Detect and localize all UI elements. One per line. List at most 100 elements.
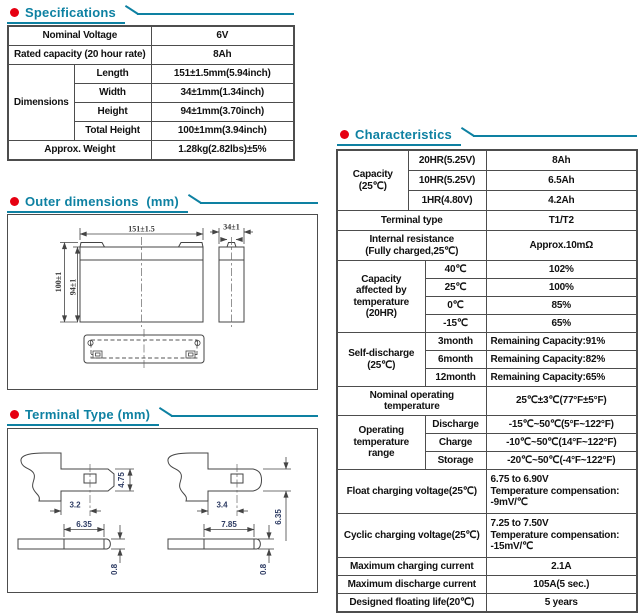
outer-dimensions-panel: 151±1.5 100±1 94±1 34±1 [7, 214, 318, 390]
char-capacity-10hr-label: 10HR(5.25V) [407, 170, 487, 191]
char-sd-12month-label: 12month [424, 368, 487, 387]
battery-side-view [218, 237, 245, 327]
char-internal-resistance-label: Internal resistance (Fully charged,25℃) [336, 230, 487, 261]
side-width-label: 34±1 [223, 223, 239, 232]
side-width-dimension: 34±1 [210, 223, 253, 244]
header-rule [461, 126, 638, 146]
char-range-storage-label: Storage [424, 451, 487, 470]
t2-tab-length-dimension: 7.85 [203, 520, 255, 537]
char-sd-6month-value: Remaining Capacity:82% [485, 350, 638, 369]
terminal-type-panel: 4.75 3.2 6.35 0.8 3.4 [7, 428, 318, 593]
terminal-type-header: Terminal Type (mm) [7, 406, 318, 426]
char-temp-0-value: 85% [485, 296, 638, 315]
characteristics-header: Characteristics [337, 126, 638, 146]
bullet-icon [10, 196, 19, 206]
t2-tab-height-label: 6.35 [274, 509, 283, 525]
char-float-charging-label: Float charging voltage(25℃) [336, 469, 487, 514]
spec-total-height-label: Total Height [73, 121, 152, 141]
t1-slot-offset-dimension: 3.2 [50, 493, 101, 515]
header-rule [125, 4, 295, 24]
specifications-header: Specifications [7, 4, 295, 24]
char-temp-40-value: 102% [485, 260, 638, 279]
char-sd-6month-label: 6month [424, 350, 487, 369]
char-nominal-temp-value: 25℃±3℃(77°F±5°F) [485, 386, 638, 416]
specifications-header-label: Specifications [7, 4, 125, 24]
case-height-label: 94±1 [69, 279, 78, 295]
t2-slot-offset-dimension: 3.4 [197, 493, 248, 515]
top-view-terminal-right [185, 350, 197, 359]
battery-top-view [83, 329, 205, 369]
t2-slot-offset-label: 3.4 [216, 501, 228, 510]
specifications-title: Specifications [25, 4, 116, 20]
char-temp-minus15-value: 65% [485, 314, 638, 333]
char-internal-resistance-value: Approx.10mΩ [485, 230, 638, 261]
outer-dimensions-drawing: 151±1.5 100±1 94±1 34±1 [54, 223, 253, 369]
char-capacity-20hr-value: 8Ah [485, 149, 638, 171]
battery-front-view [79, 237, 204, 327]
char-range-charge-label: Charge [424, 433, 487, 452]
char-temp-40-label: 40℃ [424, 260, 487, 279]
characteristics-header-label: Characteristics [337, 126, 461, 146]
terminal-t2-bottom-view [167, 538, 261, 550]
outer-dimensions-title: Outer dimensions (mm) [25, 193, 179, 209]
spec-height-label: Height [73, 102, 152, 122]
char-capacity-label: Capacity (25℃) [336, 149, 409, 211]
char-floating-life-value: 5 years [485, 593, 638, 613]
top-view-terminal-left [91, 350, 103, 359]
char-temp-25-label: 25℃ [424, 278, 487, 297]
t2-tab-length-label: 7.85 [221, 520, 237, 529]
char-capacity-20hr-label: 20HR(5.25V) [407, 149, 487, 171]
header-rule [159, 406, 318, 426]
char-temp-minus15-label: -15℃ [424, 314, 487, 333]
battery-datasheet: { "theme":{"accent_teal":"#0e81a2","bull… [0, 0, 641, 598]
spec-width-value: 34±1mm(1.34inch) [150, 83, 295, 103]
char-range-discharge-value: -15℃~50℃(5°F~122°F) [485, 415, 638, 434]
char-temp-25-value: 100% [485, 278, 638, 297]
terminal-type-drawing: 4.75 3.2 6.35 0.8 3.4 [17, 452, 291, 575]
t1-tab-length-dimension: 6.35 [63, 520, 105, 537]
char-temp-0-label: 0℃ [424, 296, 487, 315]
char-capacity-1hr-label: 1HR(4.80V) [407, 190, 487, 211]
spec-length-value: 151±1.5mm(5.94inch) [150, 64, 295, 84]
terminal-t1-bottom-view [17, 538, 111, 550]
spec-weight-label: Approx. Weight [7, 140, 152, 161]
bullet-icon [10, 409, 19, 419]
t1-thickness-label: 0.8 [110, 563, 119, 575]
spec-nominal-voltage-value: 6V [150, 25, 295, 46]
char-capacity-temp-label: Capacity affected by temperature (20HR) [336, 260, 426, 333]
t2-thickness-dimension: 0.8 [258, 525, 274, 575]
bullet-icon [340, 129, 349, 139]
t1-tab-length-label: 6.35 [76, 520, 92, 529]
total-height-label: 100±1 [54, 272, 63, 292]
spec-total-height-value: 100±1mm(3.94inch) [150, 121, 295, 141]
char-max-discharge-value: 105A(5 sec.) [485, 575, 638, 594]
terminal-t1-profile [20, 452, 115, 516]
char-range-charge-value: -10℃~50℃(14°F~122°F) [485, 433, 638, 452]
char-nominal-temp-label: Nominal operating temperature [336, 386, 487, 416]
char-terminal-label: Terminal type [336, 210, 487, 231]
spec-nominal-voltage-label: Nominal Voltage [7, 25, 152, 46]
char-sd-3month-label: 3month [424, 332, 487, 351]
terminal-type-title: Terminal Type (mm) [25, 406, 151, 422]
char-cyclic-charging-label: Cyclic charging voltage(25℃) [336, 513, 487, 558]
header-rule [188, 193, 319, 213]
front-width-dimension: 151±1.5 [79, 225, 204, 240]
t1-slot-offset-label: 3.2 [69, 501, 81, 510]
front-width-label: 151±1.5 [128, 225, 154, 234]
char-terminal-value: T1/T2 [485, 210, 638, 231]
char-float-charging-value: 6.75 to 6.90V Temperature compensation: … [485, 469, 638, 514]
spec-dimensions-label: Dimensions [7, 64, 75, 141]
char-sd-12month-value: Remaining Capacity:65% [485, 368, 638, 387]
char-cyclic-charging-value: 7.25 to 7.50V Temperature compensation: … [485, 513, 638, 558]
outer-dimensions-header: Outer dimensions (mm) [7, 193, 319, 213]
char-max-charging-label: Maximum charging current [336, 557, 487, 576]
char-operating-range-label: Operating temperature range [336, 415, 426, 470]
char-range-discharge-label: Discharge [424, 415, 487, 434]
terminal-t2-profile [167, 452, 263, 516]
terminal-type-header-label: Terminal Type (mm) [7, 406, 160, 426]
spec-length-label: Length [73, 64, 152, 84]
spec-height-value: 94±1mm(3.70inch) [150, 102, 295, 122]
t1-thickness-dimension: 0.8 [110, 525, 125, 575]
char-floating-life-label: Designed floating life(20℃) [336, 593, 487, 613]
char-sd-3month-value: Remaining Capacity:91% [485, 332, 638, 351]
